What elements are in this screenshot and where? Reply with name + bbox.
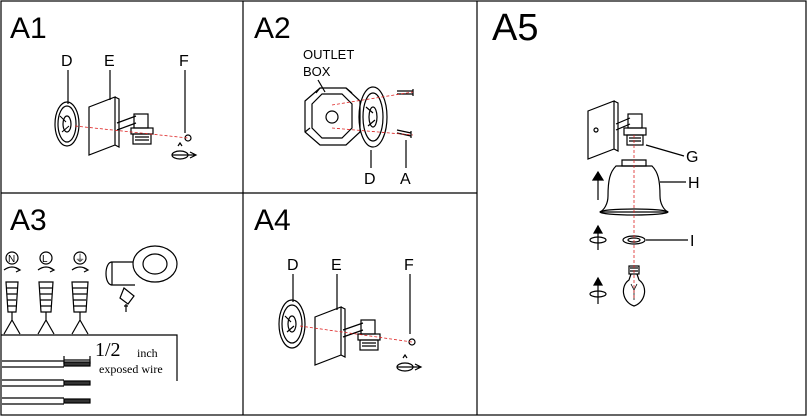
part-label-f: F: [404, 257, 414, 274]
part-label-i: I: [690, 233, 694, 250]
mounting-plate-d: [54, 101, 80, 147]
rotate-arrow-icon: [396, 353, 423, 372]
lamp-socket: [615, 113, 647, 146]
panel-a1: A1 D E F: [10, 12, 198, 160]
part-label-e: E: [331, 257, 342, 274]
step-a5-title: A5: [492, 7, 538, 49]
mounting-screws-a: [396, 89, 414, 138]
wire-nut-live: L: [37, 251, 56, 335]
backplate: [587, 100, 619, 160]
outlet-box-label-line1: OUTLET: [303, 47, 354, 62]
step-a2-title: A2: [254, 12, 291, 45]
outlet-box: [304, 87, 361, 146]
electrical-tape-icon: [105, 245, 178, 312]
strip-length-caption: exposed wire: [99, 362, 163, 376]
part-label-d: D: [364, 171, 376, 188]
lamp-socket: [116, 113, 154, 145]
outlet-box-label-line2: BOX: [303, 64, 331, 79]
mounting-plate-d: [358, 86, 388, 148]
backplate-e: [314, 306, 346, 366]
wire-nut-neutral: N: [3, 251, 22, 335]
wire-nut-ground: ⏚: [71, 251, 90, 335]
part-label-e: E: [104, 53, 115, 70]
part-label-g: G: [686, 149, 698, 166]
strip-length-unit: inch: [137, 346, 158, 360]
step-a4-title: A4: [254, 204, 291, 237]
panel-a4: A4 D E F: [254, 204, 423, 372]
step-a3-title: A3: [10, 204, 47, 237]
part-label-a: A: [400, 171, 411, 188]
part-label-h: H: [688, 175, 700, 192]
panel-a3: A3 N L ⏚: [1, 204, 178, 405]
part-label-f: F: [179, 53, 189, 70]
neutral-symbol: N: [8, 254, 15, 265]
panel-a5: A5 G H I: [492, 7, 700, 307]
rotate-arrow-icon: [171, 141, 198, 160]
live-symbol: L: [42, 254, 48, 265]
rotate-up-arrow-icon: [589, 276, 607, 304]
strip-length-fraction: 1/2: [95, 339, 121, 361]
part-label-d: D: [61, 53, 73, 70]
panel-a2: A2 OUTLET BOX D A: [254, 12, 414, 188]
part-label-d: D: [287, 257, 299, 274]
backplate-e: [88, 96, 120, 156]
mounting-plate-d: [278, 299, 306, 349]
wire-strip-guide: 1/2 inch exposed wire: [1, 334, 178, 405]
ground-symbol: ⏚: [75, 253, 85, 265]
lamp-socket: [342, 319, 381, 351]
step-a1-title: A1: [10, 12, 47, 45]
rotate-up-arrow-icon: [589, 224, 607, 250]
lift-arrow-icon: [591, 170, 605, 200]
